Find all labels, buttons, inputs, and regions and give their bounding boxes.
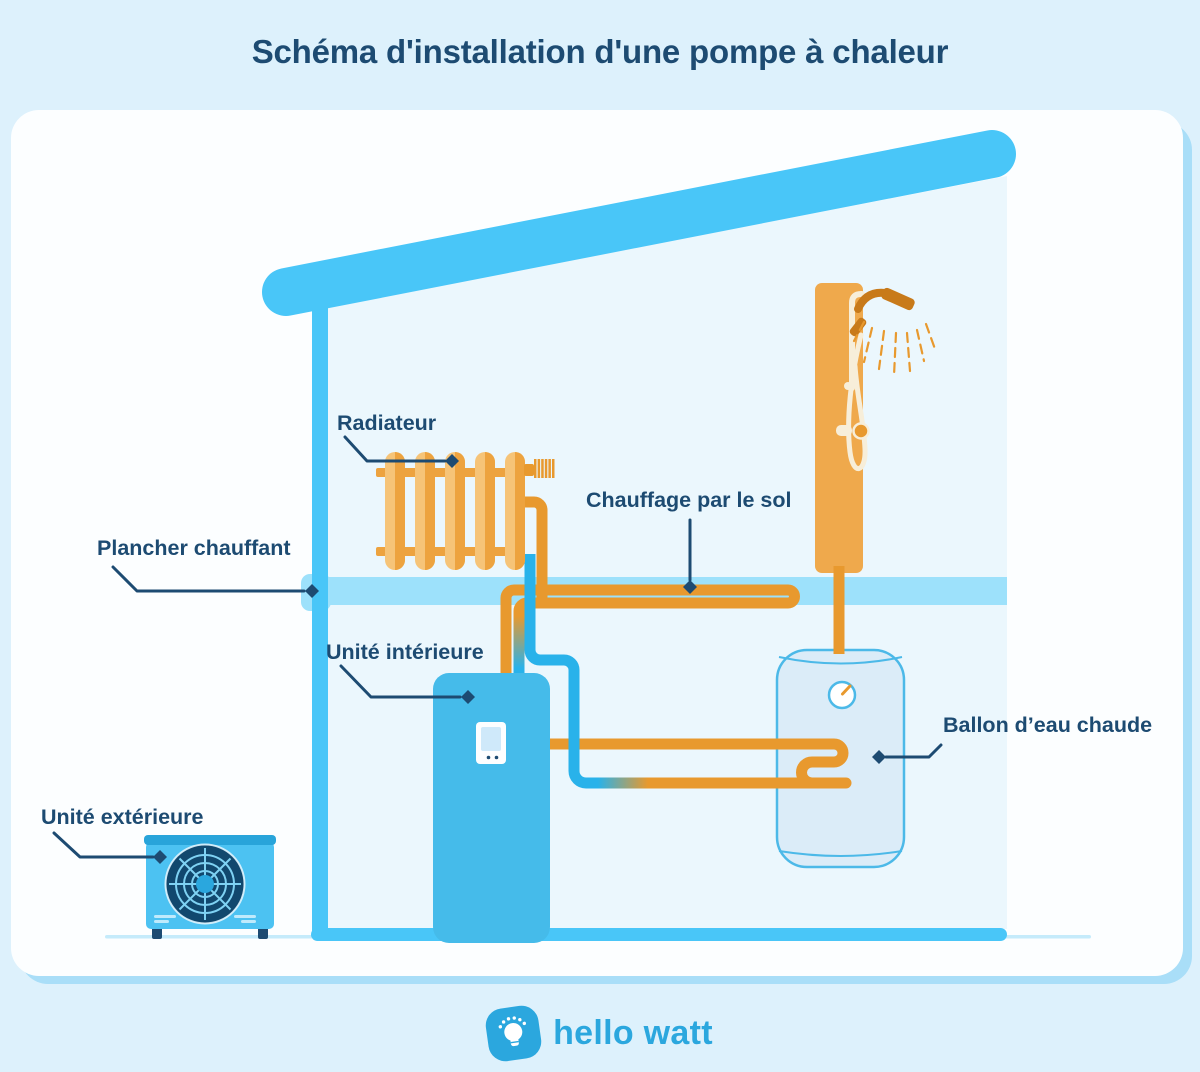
page-title: Schéma d'installation d'une pompe à chal… (251, 33, 949, 70)
indoor-unit (433, 673, 550, 943)
tank-bottom-seam (778, 850, 903, 857)
outdoor-unit-foot (258, 926, 268, 939)
outdoor-unit (144, 835, 276, 939)
outdoor-unit-foot (152, 926, 162, 939)
shower-spray (852, 320, 937, 378)
shower-rail (849, 291, 865, 391)
indoor-unit-screen (481, 727, 501, 751)
brand-footer: hello watt (0, 1003, 1200, 1064)
outdoor-unit-top (144, 835, 276, 845)
panel-button (486, 755, 491, 760)
radiator-valve (524, 459, 555, 478)
shower-knob (852, 422, 870, 440)
radiator-return-pipe (524, 554, 600, 789)
house-roof (262, 130, 1016, 316)
tank-top-seam (778, 656, 903, 665)
house-floor (311, 928, 1007, 941)
brand-name: hello watt (553, 1014, 713, 1052)
radiator-supply-pipe (521, 496, 548, 602)
tank-gauge-needle (841, 684, 852, 696)
outdoor-unit-vents (154, 915, 256, 923)
label-ballon-eau-chaude: Ballon d’eau chaude (943, 713, 1153, 737)
label-radiateur: Radiateur (337, 411, 437, 435)
label-plancher-chauffant: Plancher chauffant (97, 536, 291, 560)
label-chauffage-sol: Chauffage par le sol (586, 488, 792, 512)
fan-icon (164, 843, 246, 925)
shower-head-icon (881, 287, 915, 311)
radiator (376, 452, 555, 570)
radiator-fins (385, 452, 525, 570)
hand-shower-icon (849, 317, 867, 337)
shower-hose (846, 332, 868, 471)
lightbulb-icon (483, 1003, 544, 1064)
label-unite-exterieure: Unité extérieure (41, 805, 204, 829)
shower-valve-base (836, 425, 852, 436)
panel-button (494, 755, 499, 760)
house-wall (312, 303, 328, 936)
label-connectors (52, 435, 943, 864)
floor-heating-loop-pipe (500, 584, 800, 676)
shower-arm (854, 288, 889, 313)
label-unite-interieure: Unité intérieure (326, 640, 484, 664)
shower (815, 283, 937, 573)
pipes (500, 496, 852, 789)
indoor-unit-body (433, 673, 550, 943)
